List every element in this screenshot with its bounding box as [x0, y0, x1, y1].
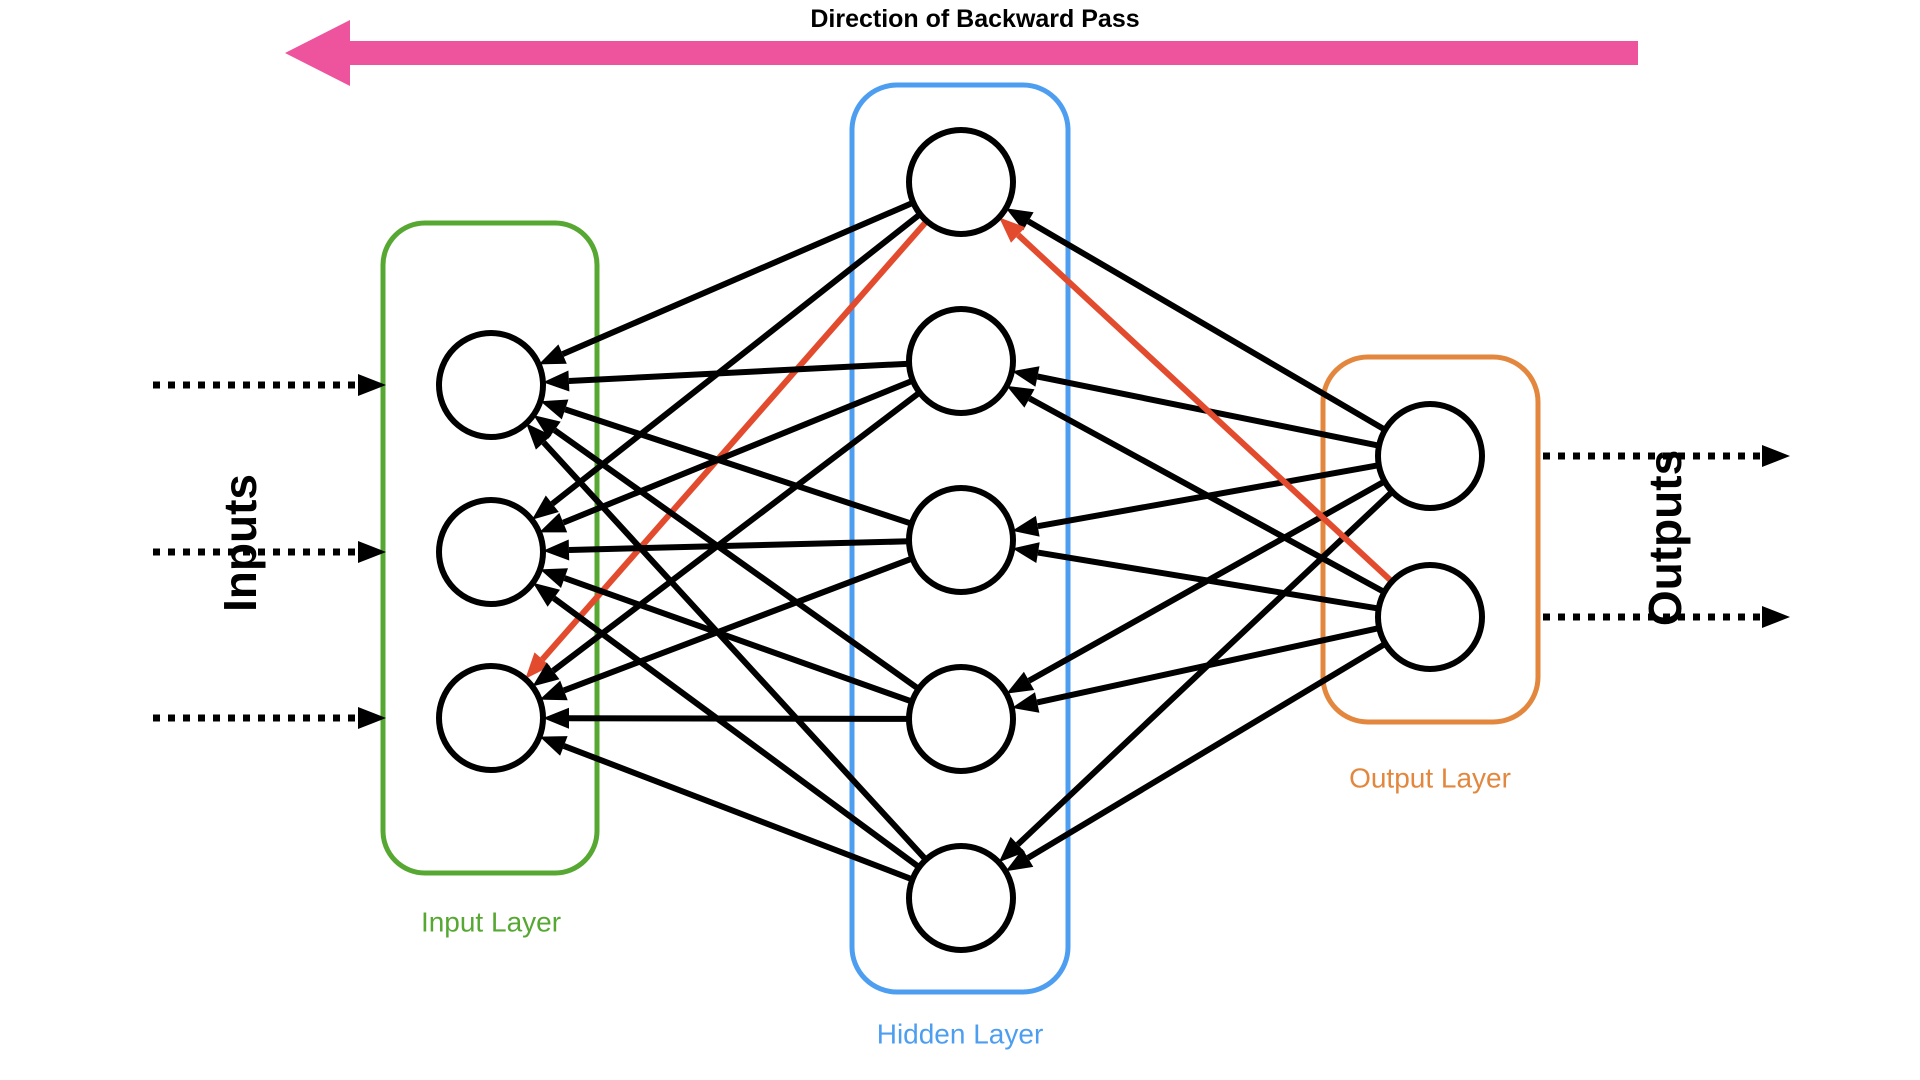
edge-output2-to-hidden3 [1037, 549, 1380, 612]
edge-output1-to-hidden3-head [1012, 515, 1040, 537]
input-arrow-2-head [358, 541, 386, 563]
neuron-nodes-group [436, 127, 1485, 953]
edge-hidden3-to-input2 [568, 538, 910, 553]
edge-hidden4-to-input3-head [543, 707, 569, 729]
hidden-node-3 [906, 485, 1016, 595]
highlighted-edge-output2-to-hidden1-head [999, 217, 1026, 243]
edge-output1-to-hidden2-head [1012, 366, 1040, 387]
edge-hidden1-to-input2 [550, 211, 922, 507]
edge-hidden1-to-input2-head [531, 495, 559, 520]
highlighted-edge-output2-to-hidden1 [1016, 232, 1394, 584]
edge-hidden3-to-input2-head [543, 539, 570, 561]
edge-hidden4-to-input3 [568, 715, 910, 722]
edge-hidden5-to-input1 [541, 440, 929, 862]
edge-output2-to-hidden4 [1036, 625, 1380, 706]
edge-hidden4-to-input2 [563, 575, 914, 705]
edge-hidden4-to-input1 [552, 427, 921, 692]
output-layer-box [1320, 354, 1541, 725]
output-node-1 [1375, 401, 1485, 511]
edge-hidden5-to-input3 [562, 743, 914, 883]
edge-output2-to-hidden4-head [1011, 692, 1040, 713]
backward-pass-arrow [285, 20, 1638, 86]
edge-hidden2-to-input3-head [532, 662, 560, 687]
edge-hidden4-to-input1-head [533, 415, 561, 439]
backward-pass-arrow-group [285, 20, 1638, 86]
io-dotted-arrows-group [153, 374, 1790, 729]
hidden-node-5 [906, 843, 1016, 953]
input-node-3 [436, 663, 546, 773]
edge-hidden2-to-input1 [568, 360, 910, 384]
input-layer-label: Input Layer [421, 907, 561, 938]
edge-hidden2-to-input3 [551, 390, 922, 674]
edge-output2-to-hidden2-head [1006, 385, 1035, 408]
hidden-node-2 [906, 306, 1016, 416]
input-node-2 [436, 497, 546, 607]
hidden-layer-box [849, 82, 1071, 995]
edge-output1-to-hidden4-head [1006, 671, 1035, 694]
edge-output2-to-hidden3-head [1012, 542, 1040, 563]
inputs-side-label: Inputs [214, 474, 266, 612]
edge-hidden2-to-input1-head [542, 370, 570, 392]
edge-output1-to-hidden1-head [1005, 208, 1034, 231]
input-arrow-1-head [358, 374, 386, 396]
edge-output1-to-hidden5-head [998, 836, 1025, 863]
edge-hidden3-to-input1 [564, 406, 913, 527]
edge-hidden5-to-input2 [552, 595, 921, 870]
edge-hidden5-to-input1-head [526, 423, 552, 450]
edge-hidden2-to-input2 [562, 377, 914, 526]
highlighted-edge-hidden1-to-input3-head [525, 652, 551, 679]
edge-hidden5-to-input3-head [539, 736, 568, 756]
edge-hidden3-to-input3-head [539, 680, 568, 701]
hidden-node-1 [906, 127, 1016, 237]
edge-hidden1-to-input1-head [538, 344, 567, 365]
edge-hidden2-to-input2-head [539, 512, 568, 533]
diagram-title: Direction of Backward Pass [810, 5, 1139, 33]
output-node-2 [1375, 562, 1485, 672]
highlighted-edge-hidden1-to-input3 [540, 219, 929, 662]
output-layer-label: Output Layer [1349, 763, 1511, 794]
connection-edges-group [525, 199, 1395, 883]
output-arrow-2-head [1762, 606, 1790, 628]
edge-hidden3-to-input3 [562, 555, 914, 694]
edge-output1-to-hidden1 [1026, 218, 1387, 433]
outputs-side-label: Outputs [1639, 450, 1691, 626]
hidden-node-4 [906, 664, 1016, 774]
edge-output2-to-hidden5 [1026, 641, 1387, 861]
input-node-1 [436, 330, 546, 440]
input-arrow-3-head [358, 707, 386, 729]
output-arrow-1-head [1762, 445, 1790, 467]
edge-hidden5-to-input2-head [532, 582, 560, 607]
edge-output2-to-hidden2 [1028, 395, 1386, 595]
edge-output2-to-hidden5-head [1005, 848, 1034, 872]
edge-hidden4-to-input2-head [540, 568, 568, 588]
edge-hidden3-to-input1-head [540, 399, 569, 420]
edge-hidden1-to-input1 [561, 199, 915, 357]
hidden-layer-label: Hidden Layer [877, 1019, 1044, 1050]
